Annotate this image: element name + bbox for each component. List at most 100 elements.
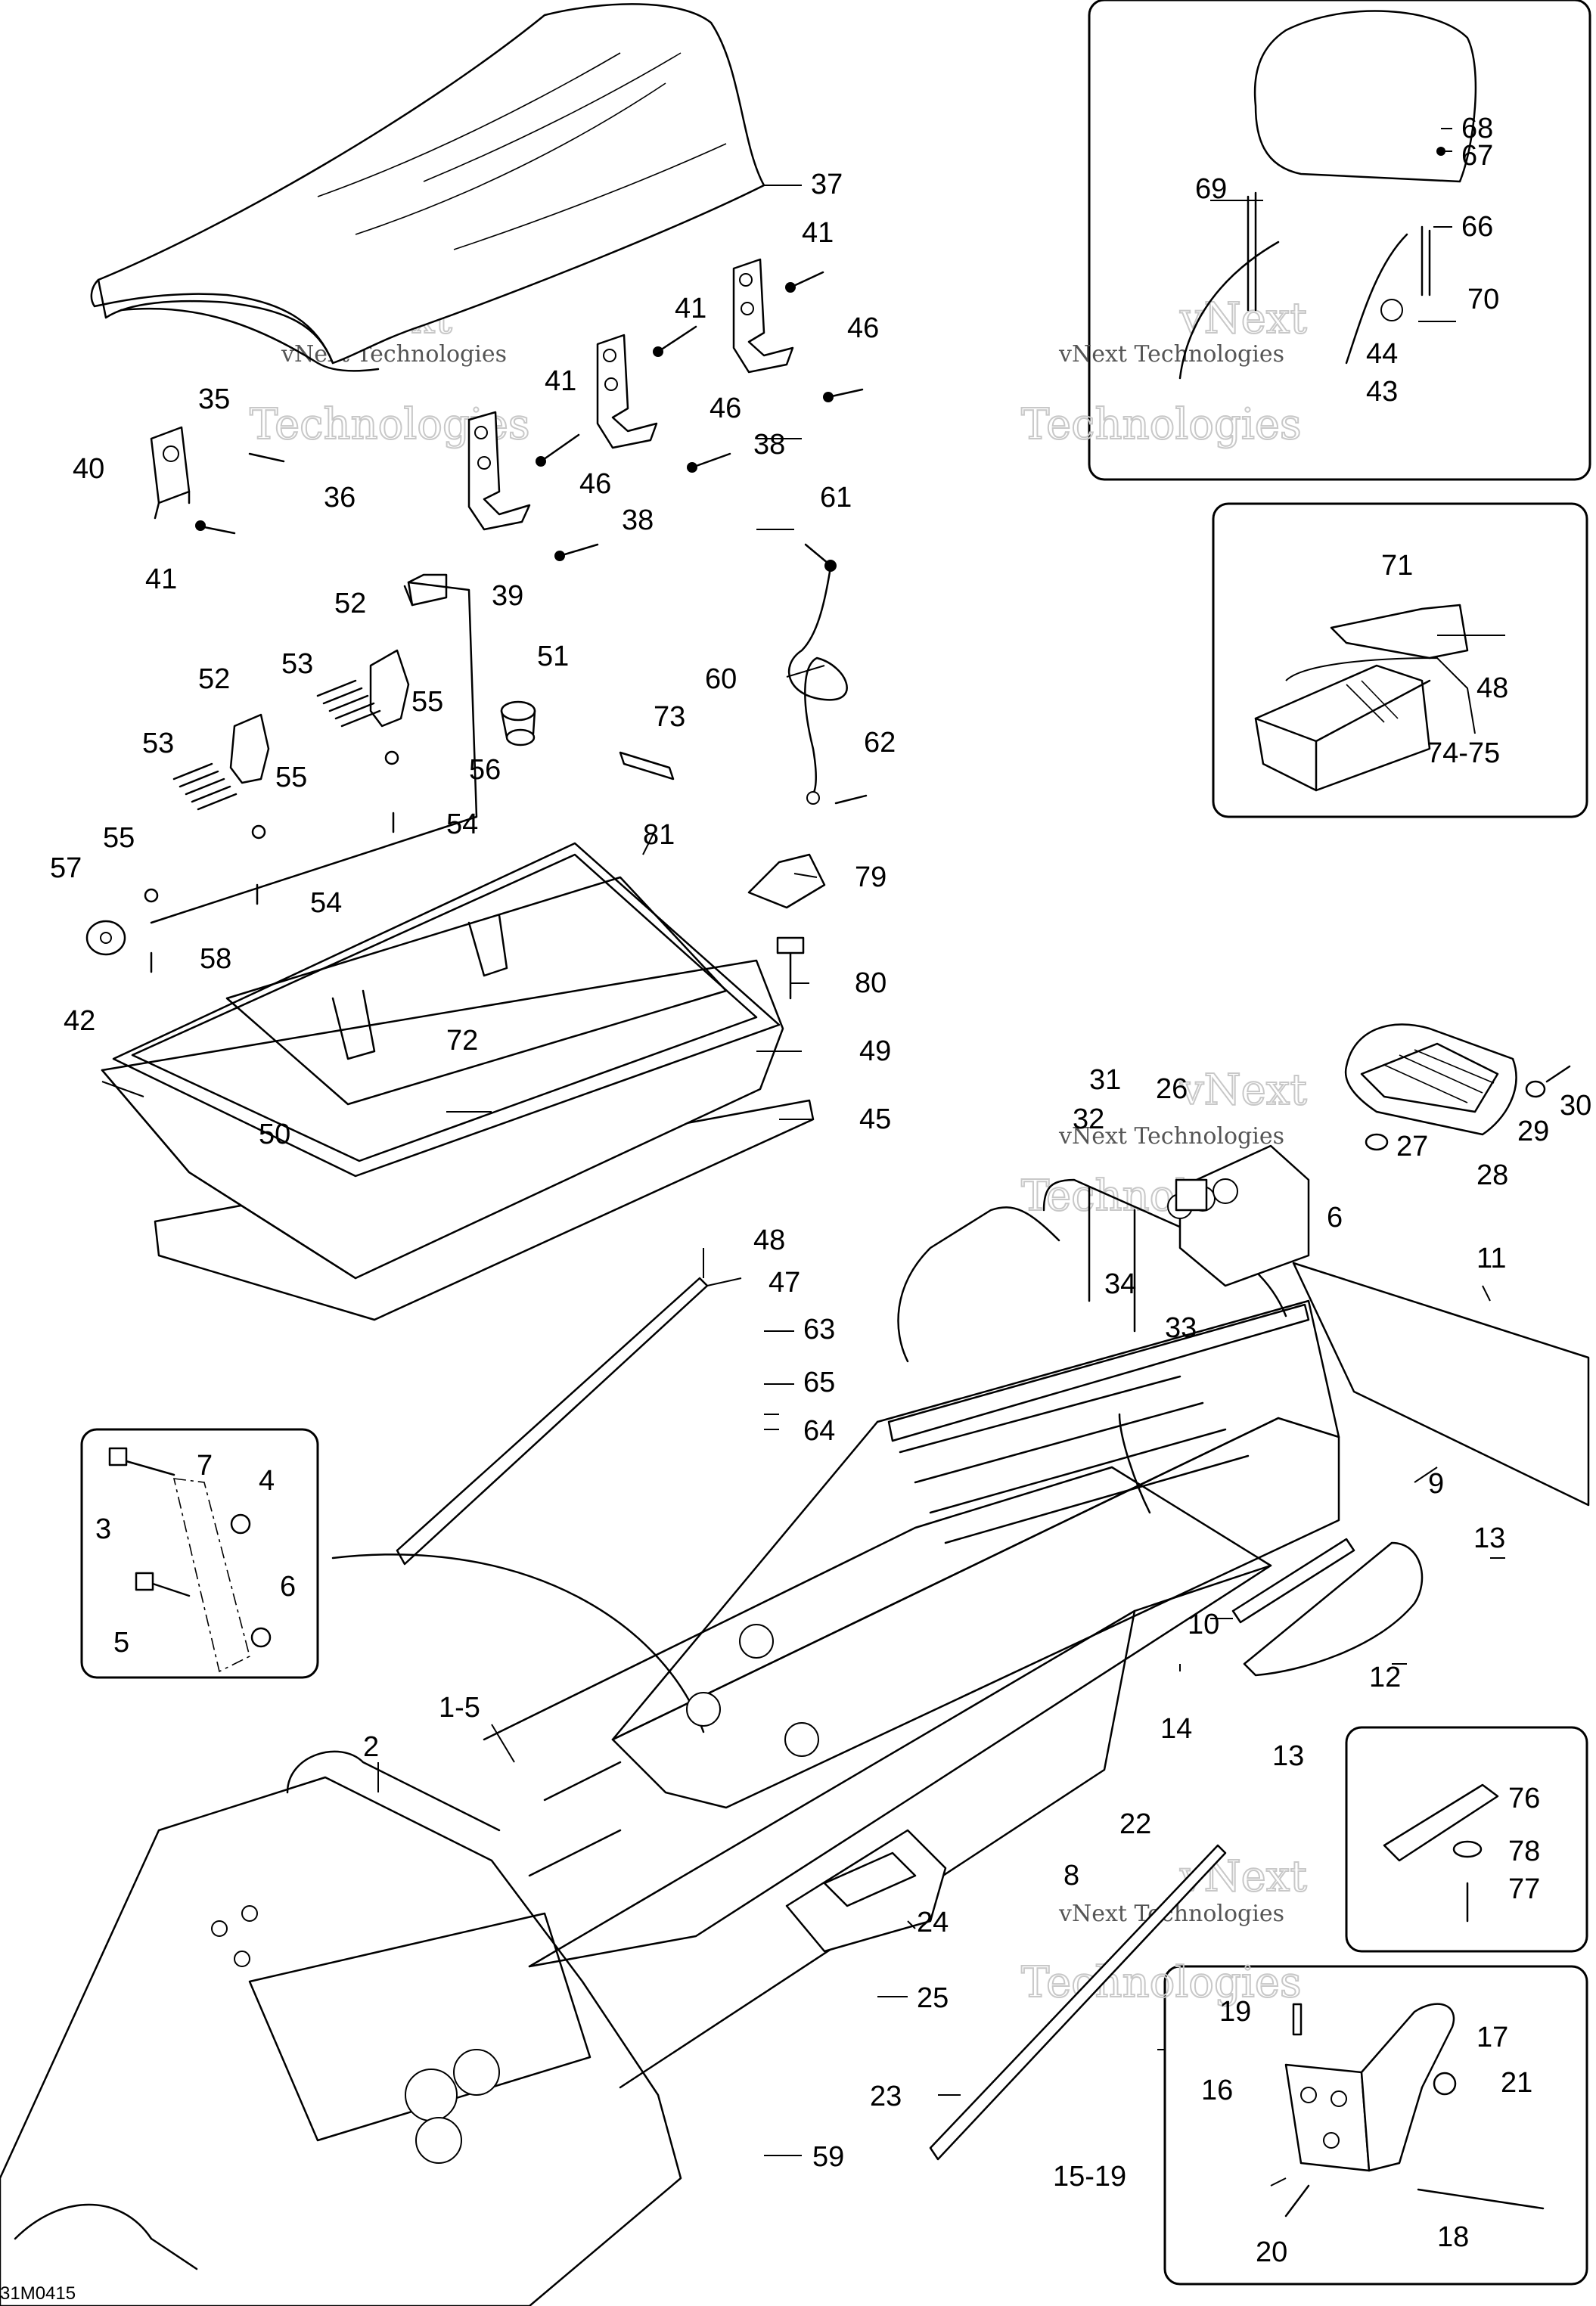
callout-13: 13 <box>1272 1740 1304 1772</box>
callout-10: 10 <box>1188 1609 1219 1640</box>
callout-73: 73 <box>654 701 685 733</box>
callout-71: 71 <box>1381 550 1413 582</box>
latch-rod-51 <box>150 573 478 924</box>
callout-9: 9 <box>1428 1468 1444 1500</box>
callout-6: 6 <box>1327 1202 1343 1234</box>
callout-52: 52 <box>198 663 230 695</box>
lever-52 <box>229 649 410 784</box>
svg-text:Technologies: Technologies <box>1021 1958 1302 2007</box>
callout-20: 20 <box>1256 2236 1287 2268</box>
callout-4: 4 <box>259 1465 275 1497</box>
callout-45: 45 <box>859 1103 891 1135</box>
callout-66: 66 <box>1461 211 1493 243</box>
bracket-76 <box>1383 1783 1499 1923</box>
callout-48: 48 <box>1476 672 1508 704</box>
svg-text:vNext Technologies: vNext Technologies <box>281 341 507 368</box>
leader-lines <box>101 128 1505 2187</box>
callout-3: 3 <box>95 1513 111 1545</box>
callout-52: 52 <box>334 588 366 619</box>
callout-32: 32 <box>1073 1103 1104 1135</box>
washer-57 <box>85 920 126 956</box>
snowflap-9 <box>1292 1262 1590 1507</box>
lens-27-29-30 <box>1365 1065 1571 1151</box>
cable-60 <box>788 543 868 805</box>
callout-labels: 37 35 36 41 41 41 41 46 46 46 38 38 40 3… <box>50 113 1591 2268</box>
callout-34: 34 <box>1104 1268 1136 1300</box>
callout-61: 61 <box>820 482 852 514</box>
hinge-38a <box>596 334 658 449</box>
deflector-10-12 <box>1231 1538 1424 1677</box>
callout-38: 38 <box>753 429 785 461</box>
rail-22 <box>929 1844 1227 2161</box>
backrest-66 <box>1178 10 1477 380</box>
inset-bolts <box>80 1428 319 1679</box>
callout-81: 81 <box>643 819 675 851</box>
callout-63: 63 <box>803 1314 835 1345</box>
hinge-38b <box>732 258 794 374</box>
callout-62: 62 <box>864 727 896 759</box>
callout-24: 24 <box>917 1907 949 1938</box>
callout-53: 53 <box>281 648 313 680</box>
callout-17: 17 <box>1476 2022 1508 2053</box>
callout-21: 21 <box>1501 2067 1532 2099</box>
hook-79 <box>747 853 826 1000</box>
callout-70: 70 <box>1467 284 1499 315</box>
hinge-39 <box>467 411 531 531</box>
callout-30: 30 <box>1560 1090 1591 1122</box>
callout-5: 5 <box>113 1627 129 1659</box>
callout-54: 54 <box>446 808 478 840</box>
callout-40: 40 <box>73 453 104 485</box>
callout-7: 7 <box>197 1450 213 1482</box>
callout-27: 27 <box>1396 1131 1428 1162</box>
callout-76: 76 <box>1508 1783 1540 1814</box>
callout-22: 22 <box>1119 1808 1151 1840</box>
callout-55: 55 <box>411 686 443 718</box>
callout-60: 60 <box>705 663 737 695</box>
callout-48: 48 <box>753 1224 785 1256</box>
callout-54: 54 <box>310 887 342 919</box>
callout-64: 64 <box>803 1415 835 1447</box>
callout-8: 8 <box>1063 1860 1079 1892</box>
callout-80: 80 <box>855 967 886 999</box>
callout-79: 79 <box>855 861 886 893</box>
callout-55: 55 <box>103 822 135 854</box>
callout-36: 36 <box>324 482 356 514</box>
callout-50: 50 <box>259 1119 290 1150</box>
callout-57: 57 <box>50 852 82 884</box>
callout-65: 65 <box>803 1367 835 1398</box>
callout-41: 41 <box>145 563 177 595</box>
callout-12: 12 <box>1369 1662 1401 1693</box>
callout-51: 51 <box>537 641 569 672</box>
callout-41: 41 <box>675 293 706 324</box>
callout-43: 43 <box>1366 376 1398 408</box>
callout-1-5: 1-5 <box>439 1692 480 1724</box>
callout-46: 46 <box>710 393 741 424</box>
bracket-71 <box>1330 604 1469 660</box>
nuts-55-54-58 <box>144 750 399 973</box>
callout-11: 11 <box>1476 1243 1506 1274</box>
bag-74-75 <box>1254 664 1431 792</box>
callout-25: 25 <box>917 1982 949 2014</box>
callout-28: 28 <box>1476 1159 1508 1191</box>
callout-19: 19 <box>1219 1996 1251 2028</box>
callout-35: 35 <box>198 383 230 415</box>
callout-47: 47 <box>769 1267 800 1299</box>
callout-31: 31 <box>1089 1064 1121 1096</box>
watermark-top-right: vNext Technologies vNext Technologies <box>1020 293 1308 450</box>
svg-text:vNext Technologies: vNext Technologies <box>1058 1123 1284 1150</box>
callout-46: 46 <box>847 312 879 344</box>
callout-26: 26 <box>1156 1073 1188 1105</box>
pad-73 <box>619 751 675 781</box>
callout-74-75: 74-75 <box>1427 737 1500 769</box>
spring-53 <box>172 679 381 811</box>
callout-18: 18 <box>1437 2221 1469 2253</box>
callout-41: 41 <box>545 365 576 397</box>
callout-56: 56 <box>469 754 501 786</box>
callout-78: 78 <box>1508 1836 1540 1867</box>
storage-box <box>101 842 815 1321</box>
inset-bracket <box>1345 1726 1588 1953</box>
callout-72: 72 <box>446 1025 478 1057</box>
callout-42: 42 <box>64 1005 95 1037</box>
callout-2: 2 <box>363 1731 379 1763</box>
